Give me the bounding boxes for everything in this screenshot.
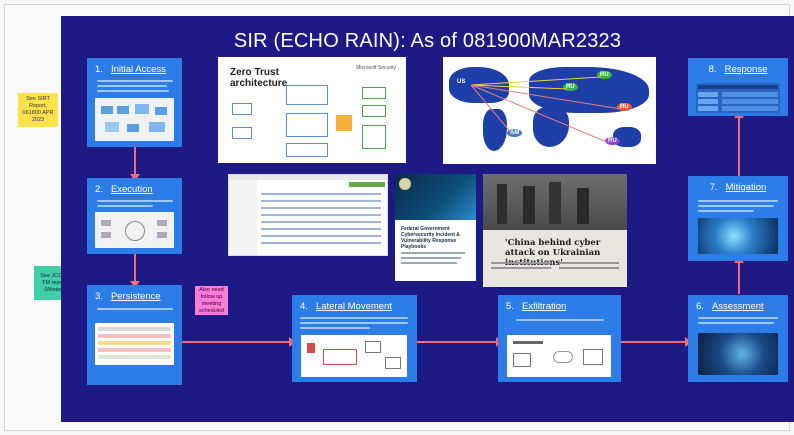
response-table-thumbnail[interactable] [696, 83, 780, 113]
arrow-mitigation-to-response [738, 116, 740, 178]
whiteboard-canvas[interactable]: SIR (ECHO RAIN): As of 081900MAR2323 1.I… [61, 16, 794, 422]
text-line [516, 319, 604, 321]
card-mitigation[interactable]: 7.Mitigation [688, 176, 788, 261]
sticky-note-text: See SIRT Report, 061800 APR 2023 [22, 96, 54, 123]
text-line [698, 322, 774, 324]
card-title: 7.Mitigation [709, 182, 767, 193]
text-line [97, 90, 169, 92]
text-line [300, 327, 370, 329]
execution-diagram-thumbnail[interactable] [95, 212, 174, 248]
card-response[interactable]: 8.Response [688, 58, 788, 116]
card-title: 6.Assessment [696, 301, 764, 312]
sticky-note-text: Also need follow up meeting scheduled [198, 286, 225, 314]
card-persistence[interactable]: 3.Persistence [87, 285, 182, 385]
map-label-ru: RU [563, 83, 578, 91]
arrow-lateral-to-exfiltration [417, 341, 497, 343]
text-line [698, 205, 774, 207]
card-title: 3.Persistence [95, 291, 161, 302]
card-title: 4.Lateral Movement [300, 301, 392, 312]
sticky-note-sirt-report[interactable]: See SIRT Report, 061800 APR 2023 [18, 93, 58, 127]
arrow-exfiltration-to-assessment [621, 341, 686, 343]
text-line [300, 322, 408, 324]
news-article-image[interactable]: 'China behind cyber attack on Ukrainian … [483, 174, 627, 287]
federal-playbook-document-image[interactable]: Federal Government Cybersecurity Inciden… [395, 174, 476, 281]
arrow-assessment-to-mitigation [738, 261, 740, 294]
text-line [97, 308, 173, 310]
card-title: 1.Initial Access [95, 64, 166, 75]
connection-lines [470, 76, 622, 144]
exfiltration-diagram-thumbnail[interactable] [507, 335, 611, 377]
document-title: Federal Government Cybersecurity Inciden… [401, 226, 460, 250]
text-line [698, 210, 754, 212]
text-line [698, 200, 778, 202]
assessment-image-thumbnail[interactable] [698, 333, 778, 375]
text-line [97, 205, 153, 207]
map-label-ru: RU [617, 103, 632, 111]
arrow-head [130, 281, 140, 288]
card-initial-access[interactable]: 1.Initial Access [87, 58, 182, 147]
sticky-note-follow-up[interactable]: Also need follow up meeting scheduled [195, 286, 228, 315]
card-title: 8.Response [708, 64, 768, 75]
card-assessment[interactable]: 6.Assessment [688, 295, 788, 382]
arrow-access-to-execution [134, 147, 136, 177]
map-label-ru: RU [605, 137, 620, 145]
world-map-image[interactable]: US RU RU RU AM RU [443, 57, 656, 164]
lateral-diagram-thumbnail[interactable] [301, 335, 407, 377]
map-label-am: AM [507, 129, 523, 137]
text-line [97, 80, 173, 82]
arrow-execution-to-persistence [134, 254, 136, 284]
text-line [300, 317, 408, 319]
text-line [698, 317, 778, 319]
arrow-persistence-to-lateral [182, 341, 290, 343]
text-line [97, 200, 173, 202]
card-lateral-movement[interactable]: 4.Lateral Movement [292, 295, 417, 382]
log-dashboard-image[interactable] [228, 174, 388, 256]
map-label-ru: RU [597, 71, 612, 79]
card-exfiltration[interactable]: 5.Exfiltration [498, 295, 621, 382]
card-title: 5.Exfiltration [506, 301, 567, 312]
mitigation-image-thumbnail[interactable] [698, 218, 778, 254]
board-title: SIR (ECHO RAIN): As of 081900MAR2323 [233, 30, 622, 52]
map-label-us: US [457, 79, 466, 85]
attack-diagram-thumbnail[interactable] [95, 98, 174, 141]
persistence-table-thumbnail[interactable] [95, 323, 174, 365]
text-line [97, 85, 167, 87]
microsoft-security-label: Microsoft Security [356, 65, 396, 71]
arrow-head [130, 174, 140, 181]
card-execution[interactable]: 2.Execution [87, 178, 182, 254]
sticky-note-text: See JCCA-TM report (Winter) [40, 272, 68, 293]
card-title: 2.Execution [95, 184, 153, 195]
